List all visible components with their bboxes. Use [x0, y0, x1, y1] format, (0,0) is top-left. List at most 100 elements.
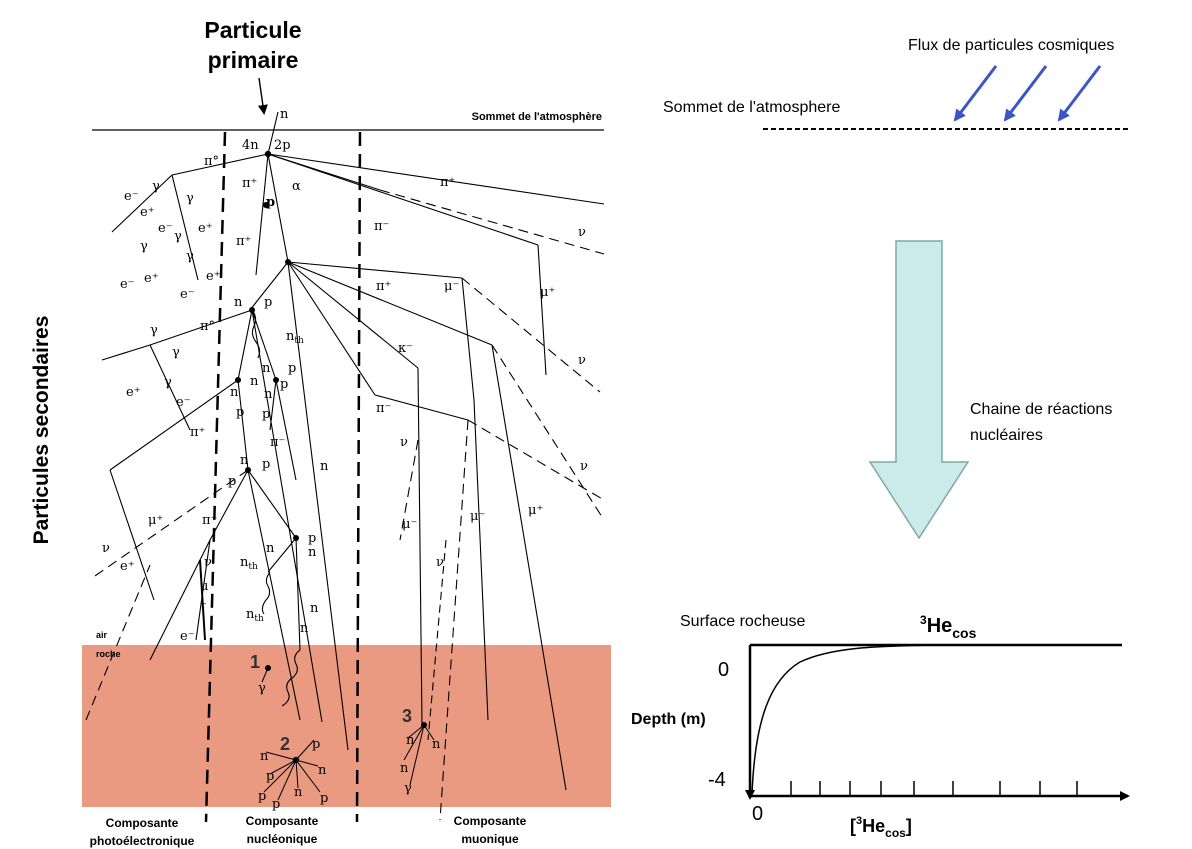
svg-text:p: p	[228, 474, 236, 489]
svg-text:n: n	[406, 733, 415, 748]
svg-text:π⁻: π⁻	[270, 435, 285, 450]
svg-text:π⁺: π⁺	[242, 176, 257, 191]
svg-text:n: n	[300, 621, 309, 636]
x-axis-ticks	[790, 781, 1078, 796]
he-cos-label: 3Hecos	[920, 613, 977, 641]
svg-text:ν: ν	[400, 435, 408, 450]
svg-text:n: n	[310, 601, 319, 616]
chain-label-line2: nucléaires	[970, 427, 1043, 444]
svg-text:n: n	[250, 374, 259, 389]
svg-text:p: p	[308, 531, 316, 546]
svg-text:n: n	[240, 453, 249, 468]
svg-text:γ: γ	[186, 191, 194, 206]
svg-text:n: n	[294, 785, 303, 800]
svg-text:π⁺: π⁺	[376, 279, 391, 294]
svg-text:p: p	[272, 797, 280, 812]
svg-text:ν: ν	[102, 541, 110, 556]
svg-text:p: p	[266, 769, 274, 784]
rock-layer	[82, 645, 611, 807]
he-cos-sub: cos	[952, 625, 976, 641]
flux-arrow-1	[953, 65, 998, 122]
svg-text:p: p	[264, 295, 272, 310]
svg-text:p: p	[320, 791, 328, 806]
component-3-line2: muonique	[461, 832, 519, 846]
svg-text:2p: 2p	[274, 138, 291, 153]
separator-line-1	[204, 131, 227, 823]
svg-text:γ: γ	[140, 239, 148, 254]
svg-text:e⁻: e⁻	[124, 189, 139, 204]
svg-text:p: p	[266, 195, 275, 210]
svg-text:p: p	[258, 789, 266, 804]
svg-text:n: n	[308, 545, 317, 560]
svg-text:4n: 4n	[242, 138, 259, 153]
svg-text:π⁻: π⁻	[374, 219, 389, 234]
svg-text:e⁺: e⁺	[198, 221, 213, 236]
svg-text:μ⁺: μ⁺	[148, 513, 163, 528]
secondary-particles-label: Particules secondaires	[30, 316, 53, 545]
svg-text:p: p	[236, 405, 244, 420]
svg-text:μ⁻: μ⁻	[470, 509, 485, 524]
svg-text:ν: ν	[436, 555, 444, 570]
svg-text:μ⁺: μ⁺	[540, 285, 555, 300]
svg-text:μ⁺: μ⁺	[528, 503, 543, 518]
x-label-close: ]	[906, 816, 912, 836]
flux-arrow-3	[1057, 65, 1102, 122]
component-1-line1: Composante	[106, 816, 179, 830]
tick-label-0: 0	[718, 659, 729, 681]
svg-text:e⁻: e⁻	[180, 629, 195, 644]
svg-text:p: p	[312, 737, 320, 752]
svg-text:γ: γ	[150, 323, 158, 338]
svg-text:μ⁻: μ⁻	[402, 517, 417, 532]
svg-text:e⁺: e⁺	[144, 271, 159, 286]
marker-2: 2	[280, 734, 290, 754]
component-1-line2: photoélectronique	[90, 834, 195, 848]
surface-label: Surface rocheuse	[680, 613, 806, 630]
svg-text:n: n	[230, 385, 239, 400]
tick-label-minus4: -4	[708, 769, 726, 791]
svg-text:n: n	[264, 387, 273, 402]
svg-text:μ: μ	[200, 579, 208, 594]
svg-text:π⁺: π⁺	[236, 234, 251, 249]
svg-text:e⁻: e⁻	[176, 395, 191, 410]
svg-text:n: n	[320, 459, 329, 474]
x-label-sub: cos	[885, 826, 906, 840]
svg-text:e⁻: e⁻	[180, 287, 195, 302]
svg-text:n: n	[280, 107, 289, 122]
x-axis-zero: 0	[752, 803, 763, 825]
x-label-open: [	[850, 816, 856, 836]
svg-text:μ⁻: μ⁻	[444, 279, 459, 294]
flux-arrow-2	[1003, 65, 1048, 122]
svg-text:e⁻: e⁻	[158, 221, 173, 236]
svg-text:nth: nth	[286, 329, 304, 346]
chain-label-line1: Chaine de réactions	[970, 401, 1112, 418]
svg-text:nth: nth	[240, 555, 258, 572]
svg-text:γ: γ	[172, 345, 180, 360]
svg-text:n: n	[260, 749, 269, 764]
svg-text:ν: ν	[204, 555, 212, 570]
svg-text:γ: γ	[174, 229, 182, 244]
svg-text:n: n	[262, 361, 271, 376]
x-label-main: He	[862, 816, 885, 836]
svg-text:e⁺: e⁺	[140, 205, 155, 220]
component-2-line2: nucléonique	[247, 832, 318, 846]
component-3-line1: Composante	[454, 814, 527, 828]
svg-text:e⁺: e⁺	[126, 385, 141, 400]
svg-text:π⁺: π⁺	[190, 425, 205, 440]
svg-text:γ: γ	[152, 179, 160, 194]
svg-text:γ: γ	[258, 681, 266, 696]
shower-diagram: n 4n 2p π° e⁻ γ e⁺ γ e⁻ e⁺ γ γ γ e⁻ e⁺ e…	[30, 17, 611, 848]
particle-labels: n 4n 2p π° e⁻ γ e⁺ γ e⁻ e⁺ γ γ γ e⁻ e⁺ e…	[102, 107, 588, 812]
svg-text:p: p	[262, 407, 270, 422]
svg-text:π°: π°	[204, 154, 219, 169]
primary-title-line2: primaire	[208, 47, 299, 73]
svg-text:α: α	[292, 179, 301, 194]
schematic-panel: Flux de particules cosmiques Sommet de l…	[631, 37, 1130, 840]
svg-text:ν: ν	[578, 353, 586, 368]
svg-text:e⁺: e⁺	[206, 269, 221, 284]
svg-text:nth: nth	[246, 607, 264, 624]
rock-label: roche	[96, 649, 121, 659]
air-label: air	[96, 630, 108, 640]
svg-text:n: n	[400, 761, 409, 776]
atmosphere-top-label: Sommet de l'atmosphère	[472, 111, 602, 123]
svg-text:ν: ν	[578, 225, 586, 240]
